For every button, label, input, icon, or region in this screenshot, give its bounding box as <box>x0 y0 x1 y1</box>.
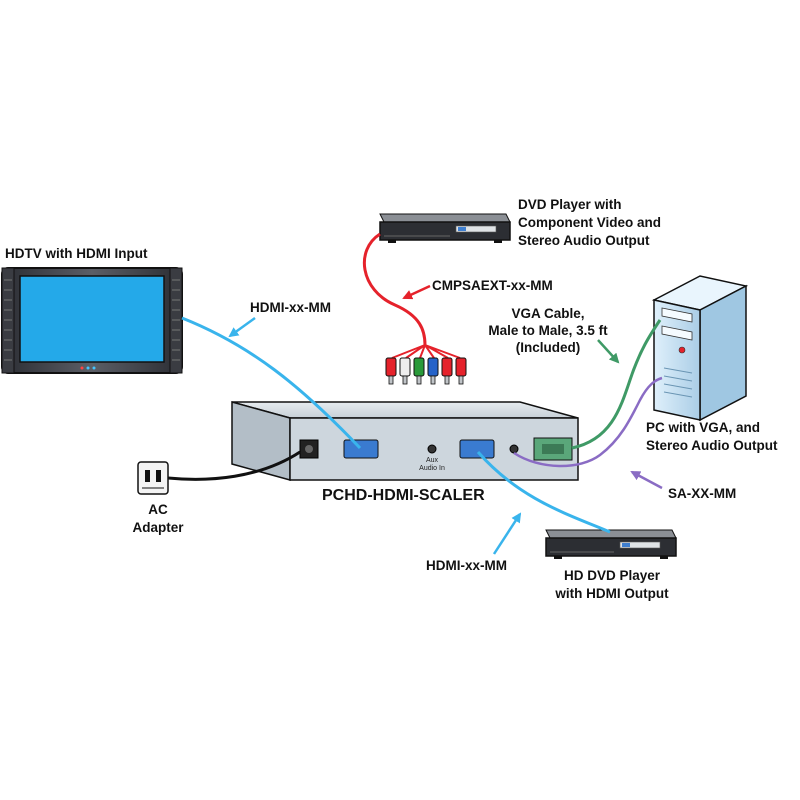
hdmi-in-callout-arrow <box>492 512 522 555</box>
dvd-player-icon <box>379 213 511 243</box>
pc-tower-icon <box>651 275 749 422</box>
hdmi-out-cable-label: HDMI-xx-MM <box>250 300 331 315</box>
vga-cable-label-1: VGA Cable, <box>511 306 584 321</box>
hdmi-input-cable <box>476 451 611 534</box>
aux-label-1: Aux <box>426 457 439 464</box>
aux-label-2: Audio In <box>419 465 445 472</box>
scaler-box-icon <box>231 401 579 481</box>
hdtv-icon <box>1 267 183 374</box>
audio-port <box>509 444 519 454</box>
audio-cable <box>513 376 663 468</box>
vga-cable-label-3: (Included) <box>516 340 581 355</box>
tv-screen <box>19 275 165 363</box>
component-cable-label: CMPSAEXT-xx-MM <box>432 278 553 293</box>
vga-cable <box>571 319 662 450</box>
power-cable <box>167 450 301 481</box>
hd-dvd-label-2: with HDMI Output <box>554 586 669 601</box>
dvd-player-label-3: Stereo Audio Output <box>518 233 650 248</box>
component-callout-arrow <box>402 284 431 300</box>
hd-dvd-label-1: HD DVD Player <box>564 568 661 583</box>
hdmi-input-port <box>459 439 495 459</box>
rca-plugs-icon <box>385 357 467 385</box>
hdmi-output-cable <box>181 316 362 450</box>
ac-adapter-icon <box>137 461 169 495</box>
audio-cable-label: SA-XX-MM <box>668 486 736 501</box>
ac-adapter-label-1: AC <box>148 502 168 517</box>
audio-callout-arrow <box>630 470 663 490</box>
hd-dvd-player-icon <box>545 529 677 559</box>
ac-adapter-label-2: Adapter <box>132 520 184 535</box>
pc-label-1: PC with VGA, and <box>646 420 760 435</box>
vga-callout-arrow <box>597 339 620 364</box>
hdmi-in-cable-label: HDMI-xx-MM <box>426 558 507 573</box>
dvd-player-label-1: DVD Player with <box>518 197 622 212</box>
vga-cable-label-2: Male to Male, 3.5 ft <box>488 323 608 338</box>
hdmi-output-port <box>343 439 379 459</box>
hdmi-out-callout-arrow <box>228 316 256 338</box>
aux-audio-port <box>427 444 437 454</box>
hdtv-label: HDTV with HDMI Input <box>5 246 148 261</box>
component-cable <box>363 232 427 346</box>
dvd-player-label-2: Component Video and <box>518 215 661 230</box>
scaler-label: PCHD-HDMI-SCALER <box>322 487 485 504</box>
pc-label-2: Stereo Audio Output <box>646 438 778 453</box>
